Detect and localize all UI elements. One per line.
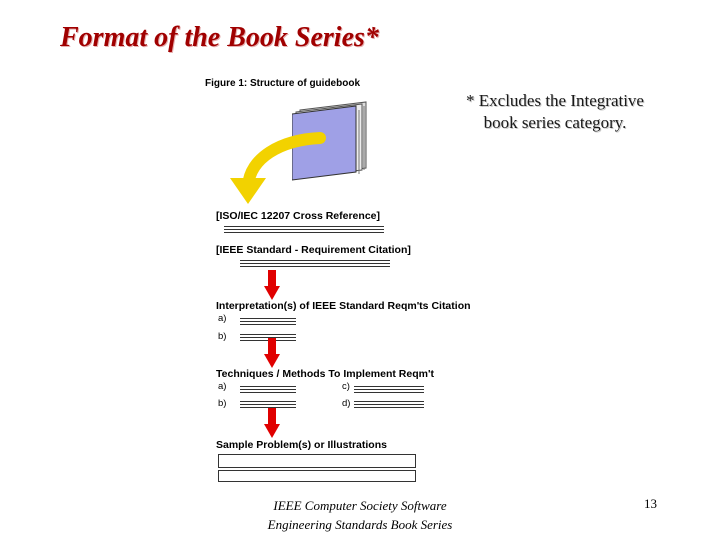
interp-item-b: b) (218, 331, 227, 342)
interp-item-a: a) (218, 313, 227, 324)
text-lines (240, 318, 296, 327)
tech-item-b: b) (218, 398, 227, 409)
text-lines (240, 386, 296, 395)
sample-box (218, 470, 416, 482)
section-cross-reference: [ISO/IEC 12207 Cross Reference] (216, 210, 380, 222)
footer-line-2: Engineering Standards Book Series (267, 517, 453, 532)
section-requirement-citation: [IEEE Standard - Requirement Citation] (216, 244, 411, 256)
page-number: 13 (644, 496, 657, 511)
curved-arrow-icon (230, 132, 326, 204)
book-icon (292, 101, 367, 181)
footnote-note: * Excludes the Integrative book series c… (440, 90, 670, 134)
tech-item-a: a) (218, 381, 227, 392)
footer-line-1: IEEE Computer Society Software (273, 498, 447, 513)
text-lines (354, 401, 424, 410)
text-lines (240, 401, 296, 410)
slide-footer: IEEE Computer Society Software Engineeri… (240, 496, 480, 534)
sample-box (218, 454, 416, 468)
note-line-1: * Excludes the Integrative (466, 91, 644, 110)
note-line-2: book series category. (483, 113, 627, 132)
down-arrow-icon (264, 270, 280, 300)
text-lines (354, 386, 424, 395)
tech-item-c: c) (342, 381, 350, 392)
down-arrow-icon (264, 338, 280, 368)
section-interpretations: Interpretation(s) of IEEE Standard Reqm'… (216, 300, 471, 312)
slide-title: Format of the Book Series* (60, 22, 379, 53)
section-sample: Sample Problem(s) or Illustrations (216, 439, 387, 451)
figure-caption: Figure 1: Structure of guidebook (205, 78, 361, 89)
text-lines (240, 260, 390, 269)
down-arrow-icon (264, 408, 280, 438)
section-techniques: Techniques / Methods To Implement Reqm't (216, 368, 434, 380)
text-lines (224, 226, 384, 235)
tech-item-d: d) (342, 398, 351, 409)
